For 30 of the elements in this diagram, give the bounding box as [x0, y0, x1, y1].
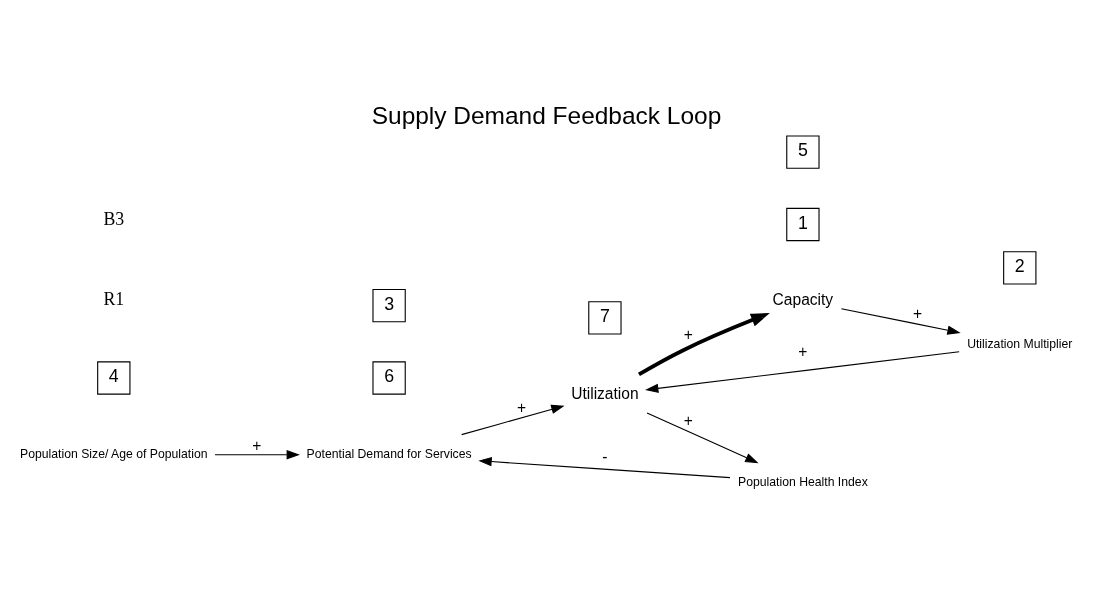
node-text: Potential Demand for Services — [306, 446, 472, 461]
node-text: Population Health Index — [738, 474, 868, 489]
node-box: 4 — [97, 360, 131, 395]
node-text: Population Size/ Age of Population — [20, 446, 208, 461]
edge-label: + — [252, 435, 262, 453]
arrow — [478, 456, 731, 478]
node-text: Capacity — [772, 290, 834, 308]
node-box: 7 — [588, 300, 622, 335]
edge-label: + — [516, 398, 527, 416]
node-box: 5 — [786, 135, 820, 169]
arrow — [645, 350, 960, 393]
arrow — [214, 449, 300, 459]
node-box: 1 — [786, 207, 820, 241]
arrow — [646, 412, 759, 463]
node-text: Utilization — [571, 384, 639, 402]
node-box: 2 — [1003, 250, 1037, 285]
node-box: 6 — [372, 360, 406, 395]
node-text: Utilization Multiplier — [967, 336, 1073, 351]
label: R1 — [103, 288, 125, 309]
edge-label: + — [912, 304, 922, 322]
arrow — [840, 307, 961, 335]
edge-label: + — [798, 342, 808, 360]
label: B3 — [103, 208, 125, 229]
node-box: 3 — [372, 288, 406, 322]
diagram-title: Supply Demand Feedback Loop — [371, 101, 722, 129]
arrow — [638, 312, 770, 376]
edge-label: - — [602, 447, 608, 465]
edge-label: + — [683, 325, 693, 343]
arrow — [461, 404, 565, 435]
edge-label: + — [683, 411, 693, 429]
